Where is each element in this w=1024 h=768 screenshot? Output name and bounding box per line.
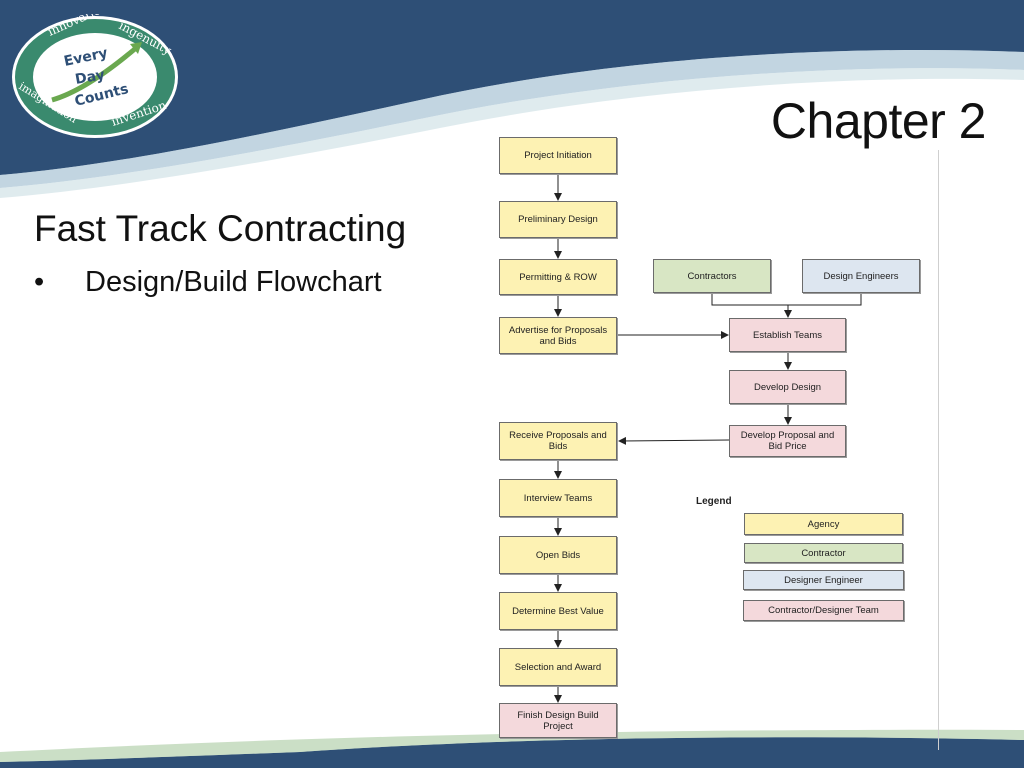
- divider-line: [938, 150, 939, 750]
- bullet-item: • Design/Build Flowchart: [34, 266, 382, 299]
- node-develop-proposal: Develop Proposal and Bid Price: [729, 425, 846, 457]
- legend-title: Legend: [696, 496, 732, 507]
- node-receive-proposals: Receive Proposals and Bids: [499, 422, 617, 460]
- logo-center-day: Day: [74, 67, 106, 88]
- node-project-initiation: Project Initiation: [499, 137, 617, 174]
- node-establish-teams: Establish Teams: [729, 318, 846, 352]
- node-preliminary-design: Preliminary Design: [499, 201, 617, 238]
- legend-contractor-designer-team: Contractor/Designer Team: [743, 600, 904, 621]
- node-interview-teams: Interview Teams: [499, 479, 617, 517]
- node-design-engineers: Design Engineers: [802, 259, 920, 293]
- node-advertise: Advertise for Proposals and Bids: [499, 317, 617, 354]
- every-day-counts-logo: innovation ingenuity invention imaginati…: [12, 14, 178, 138]
- legend-designer-engineer: Designer Engineer: [743, 570, 904, 590]
- node-develop-design: Develop Design: [729, 370, 846, 404]
- node-finish-design: Finish Design Build Project: [499, 703, 617, 738]
- slide-title: Chapter 2: [770, 93, 987, 149]
- legend-agency: Agency: [744, 513, 903, 535]
- slide-heading: Fast Track Contracting: [34, 208, 407, 249]
- node-selection-award: Selection and Award: [499, 648, 617, 686]
- bullet-text: Design/Build Flowchart: [85, 266, 382, 298]
- node-determine-best-value: Determine Best Value: [499, 592, 617, 630]
- node-contractors: Contractors: [653, 259, 771, 293]
- node-open-bids: Open Bids: [499, 536, 617, 574]
- bullet-symbol: •: [34, 266, 45, 298]
- node-permitting-row: Permitting & ROW: [499, 259, 617, 295]
- legend-contractor: Contractor: [744, 543, 903, 563]
